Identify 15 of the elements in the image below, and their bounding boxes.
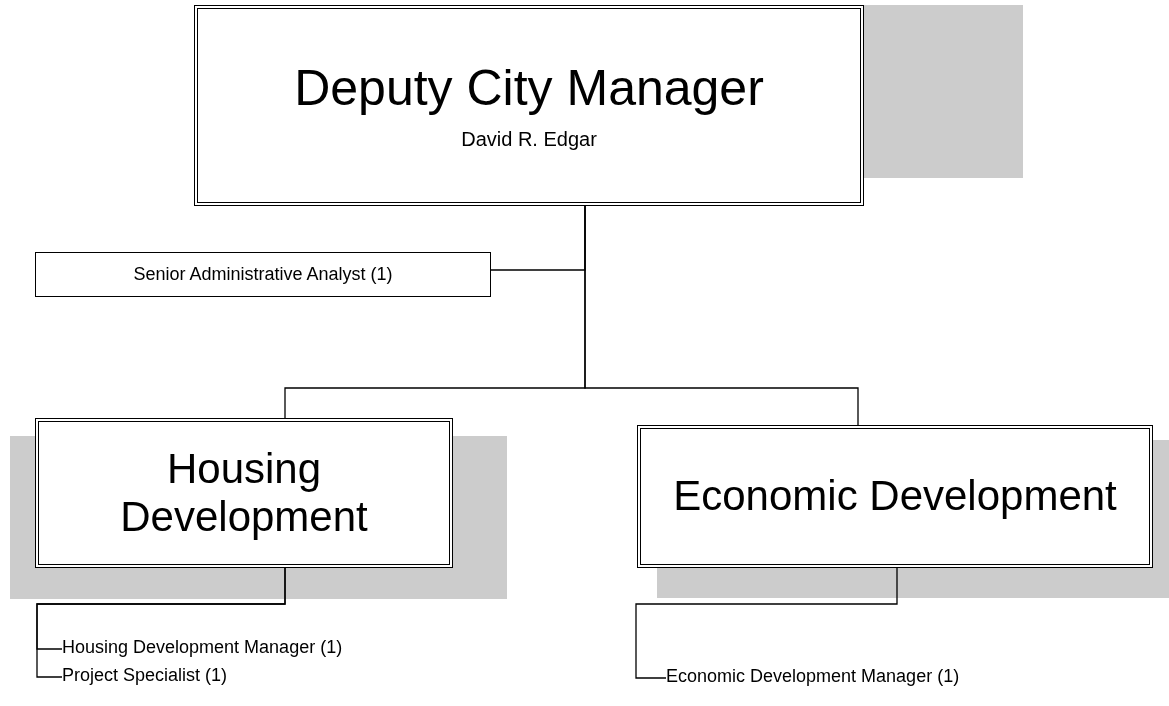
position-label: Housing Development Manager (1)	[62, 637, 343, 658]
connector-line	[635, 567, 898, 679]
unit-title: Housing Development	[119, 444, 369, 542]
org-box	[194, 5, 864, 206]
unit-title: Economic Development	[673, 472, 1117, 521]
position-label: Economic Development Manager (1)	[666, 666, 960, 687]
org-box	[35, 418, 453, 568]
position-label: Project Specialist (1)	[62, 665, 228, 686]
unit-title: Deputy City Manager	[294, 60, 764, 118]
person-name: David R. Edgar	[461, 127, 597, 151]
org-box	[35, 252, 491, 297]
connector-line	[584, 205, 859, 426]
unit-title: Senior Administrative Analyst (1)	[133, 264, 393, 285]
connector-line	[36, 567, 286, 678]
org-box	[637, 425, 1153, 568]
